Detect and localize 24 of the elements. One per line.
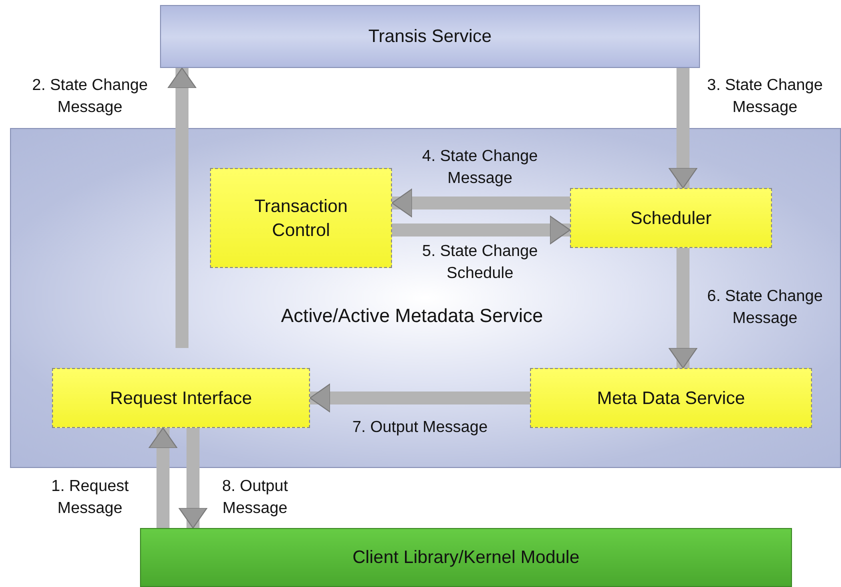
block-arrow	[310, 384, 530, 412]
block-arrow	[148, 428, 178, 528]
block-arrow	[392, 216, 570, 244]
edge-label: 8. Output Message	[221, 477, 289, 519]
edge-label: 1. Request Message	[50, 477, 130, 519]
component-box: Transaction Control	[210, 168, 392, 268]
edge-label: 6. State Change Message	[706, 287, 824, 329]
component-box: Meta Data Service	[530, 368, 812, 428]
edge-label: 7. Output Message	[351, 418, 489, 438]
block-arrow	[178, 428, 208, 528]
edge-label: 2. State Change Message	[31, 76, 149, 118]
service-panel	[10, 128, 841, 468]
block-arrow	[668, 248, 698, 368]
module-band: Client Library/Kernel Module	[140, 528, 792, 587]
service-band: Transis Service	[160, 5, 700, 68]
edge-label: 5. State Change Schedule	[421, 242, 539, 284]
block-arrow	[668, 68, 698, 188]
component-box: Scheduler	[570, 188, 772, 248]
component-box: Request Interface	[52, 368, 310, 428]
edge-label: 4. State Change Message	[421, 147, 539, 189]
block-arrow	[392, 188, 570, 218]
block-arrow	[168, 68, 196, 348]
panel-title: Active/Active Metadata Service	[281, 306, 543, 328]
edge-label: 3. State Change Message	[706, 76, 824, 118]
